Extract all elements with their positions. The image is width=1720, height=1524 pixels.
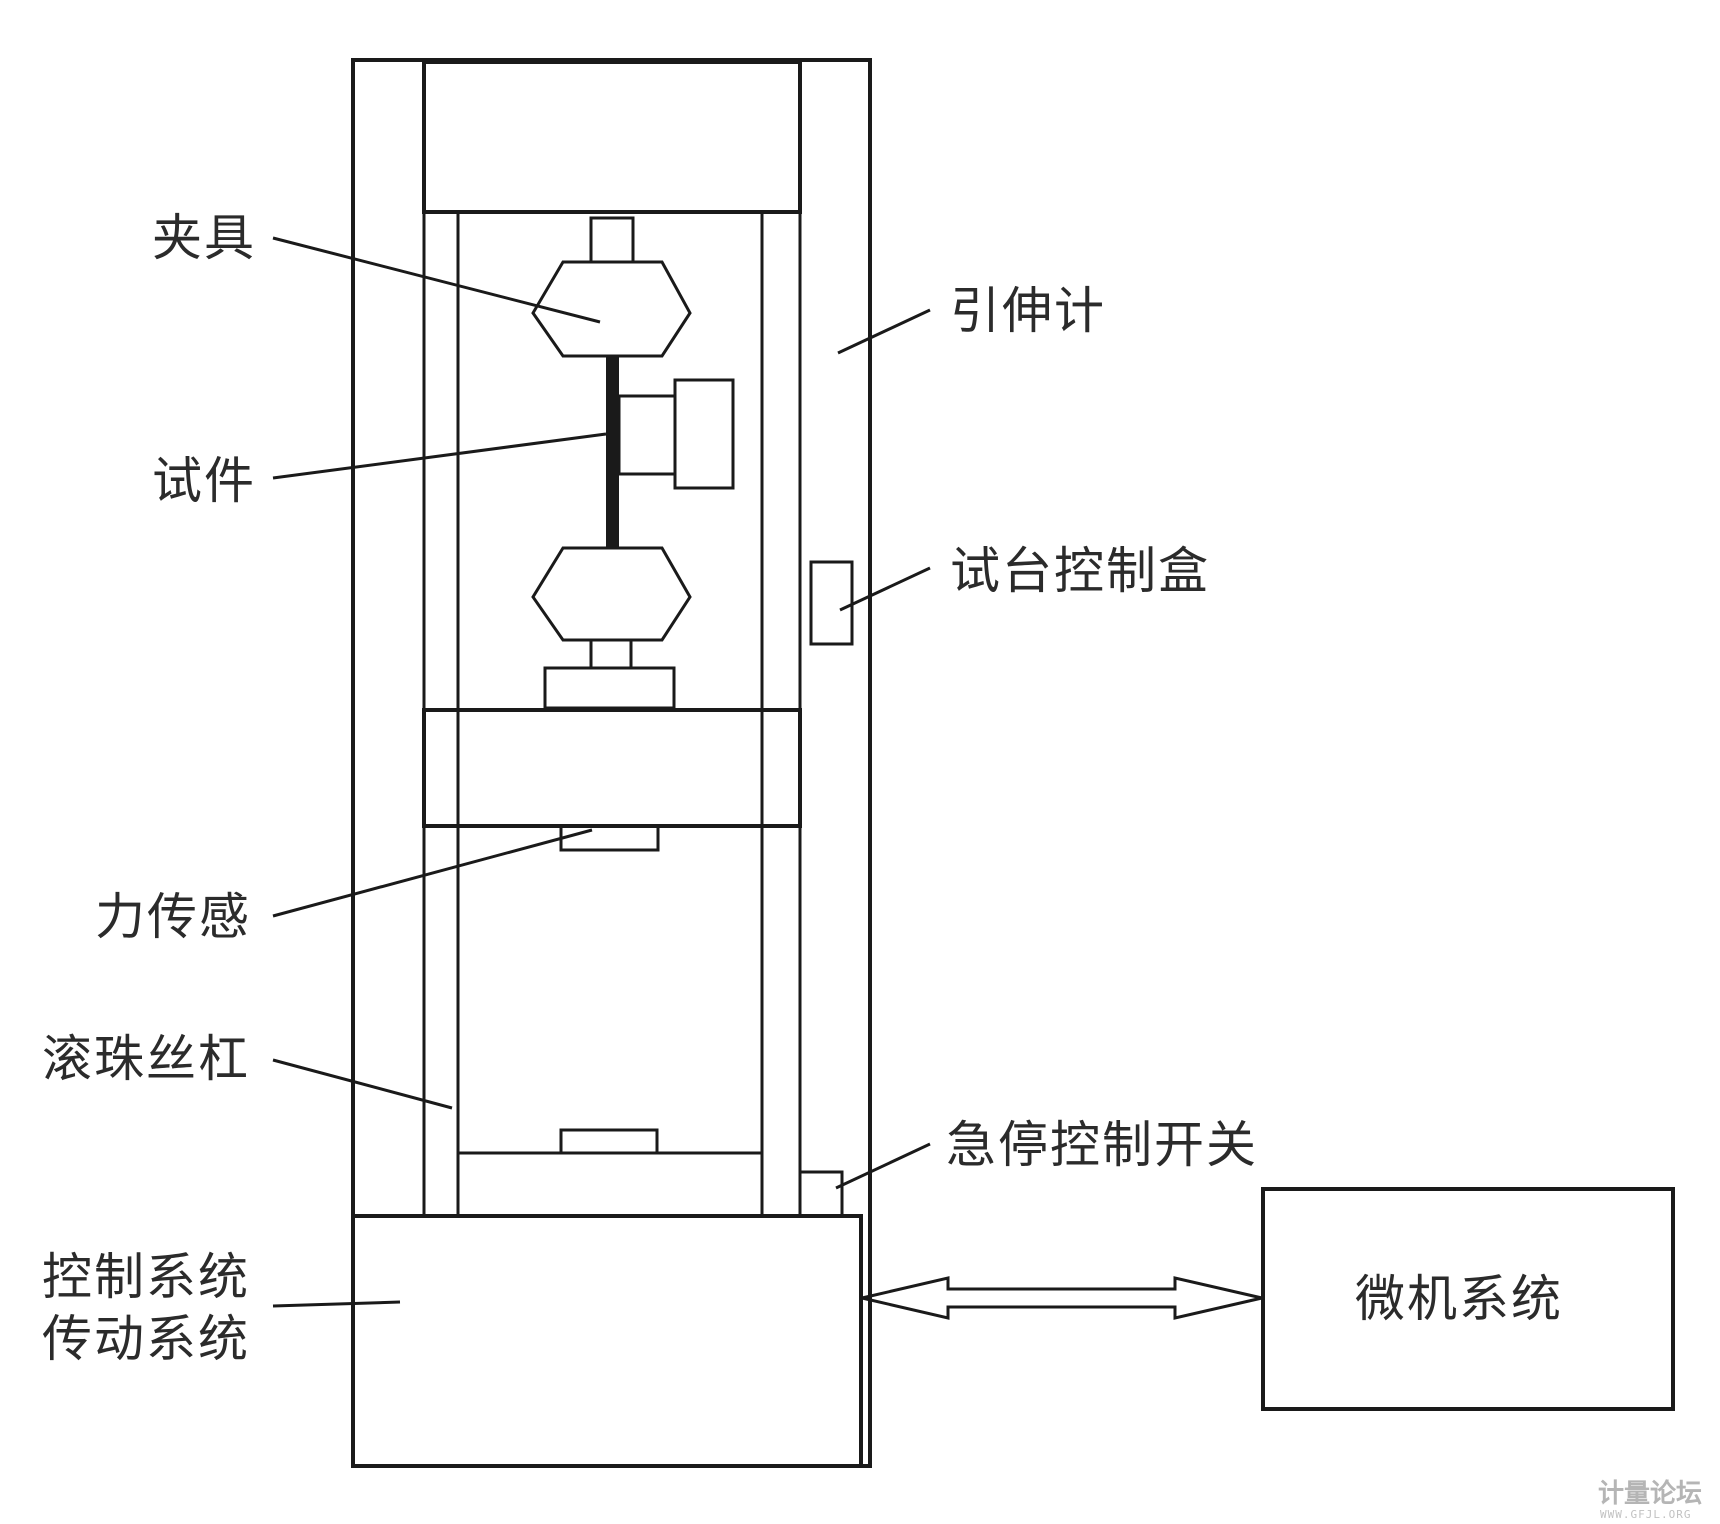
label-drive-system: 传动系统 bbox=[42, 1310, 250, 1368]
specimen-bar bbox=[606, 356, 619, 548]
lower-clamp-base bbox=[543, 666, 676, 710]
force-sensor bbox=[559, 824, 660, 852]
upper-clamp-stem bbox=[589, 216, 635, 264]
watermark-text: 计量论坛 bbox=[1598, 1479, 1702, 1509]
moving-crosshead bbox=[422, 708, 802, 828]
leader-clamp bbox=[272, 236, 601, 324]
leader-ball-screw bbox=[272, 1058, 453, 1110]
watermark-url: WWW.GFJL.ORG bbox=[1600, 1508, 1691, 1521]
left-outer-column bbox=[422, 210, 460, 1218]
leader-control-box bbox=[839, 566, 931, 612]
leader-specimen bbox=[272, 432, 607, 480]
control-drive-cabinet bbox=[351, 1214, 863, 1468]
label-specimen: 试件 bbox=[152, 452, 256, 510]
leader-force-sensor bbox=[272, 828, 593, 918]
lower-clamp-stem bbox=[589, 638, 633, 670]
upper-clamp bbox=[531, 260, 692, 358]
computer-system-box bbox=[1261, 1187, 1675, 1411]
test-control-box bbox=[809, 560, 854, 646]
label-emergency-stop: 急停控制开关 bbox=[946, 1116, 1258, 1174]
lower-clamp bbox=[531, 546, 692, 642]
label-clamp: 夹具 bbox=[152, 209, 256, 267]
label-control-system: 控制系统 bbox=[42, 1248, 250, 1306]
machine-frame bbox=[351, 58, 872, 1468]
right-outer-column bbox=[760, 210, 802, 1218]
leader-control-drive bbox=[272, 1300, 401, 1308]
top-crosshead bbox=[422, 60, 802, 214]
label-ball-screw: 滚珠丝杠 bbox=[42, 1030, 250, 1088]
emergency-stop-switch bbox=[798, 1170, 844, 1218]
label-force-sensor: 力传感 bbox=[95, 888, 251, 946]
label-test-control-box: 试台控制盒 bbox=[950, 542, 1210, 600]
leader-emergency-stop bbox=[835, 1142, 931, 1190]
label-computer-system: 微机系统 bbox=[1355, 1270, 1563, 1328]
extensometer-arm bbox=[617, 394, 677, 476]
extensometer-body bbox=[673, 378, 735, 490]
label-extensometer: 引伸计 bbox=[950, 282, 1106, 340]
bidirectional-arrow bbox=[861, 1276, 1263, 1320]
base-platform bbox=[456, 1151, 764, 1218]
leader-extensometer bbox=[837, 308, 931, 355]
base-block bbox=[559, 1128, 659, 1155]
